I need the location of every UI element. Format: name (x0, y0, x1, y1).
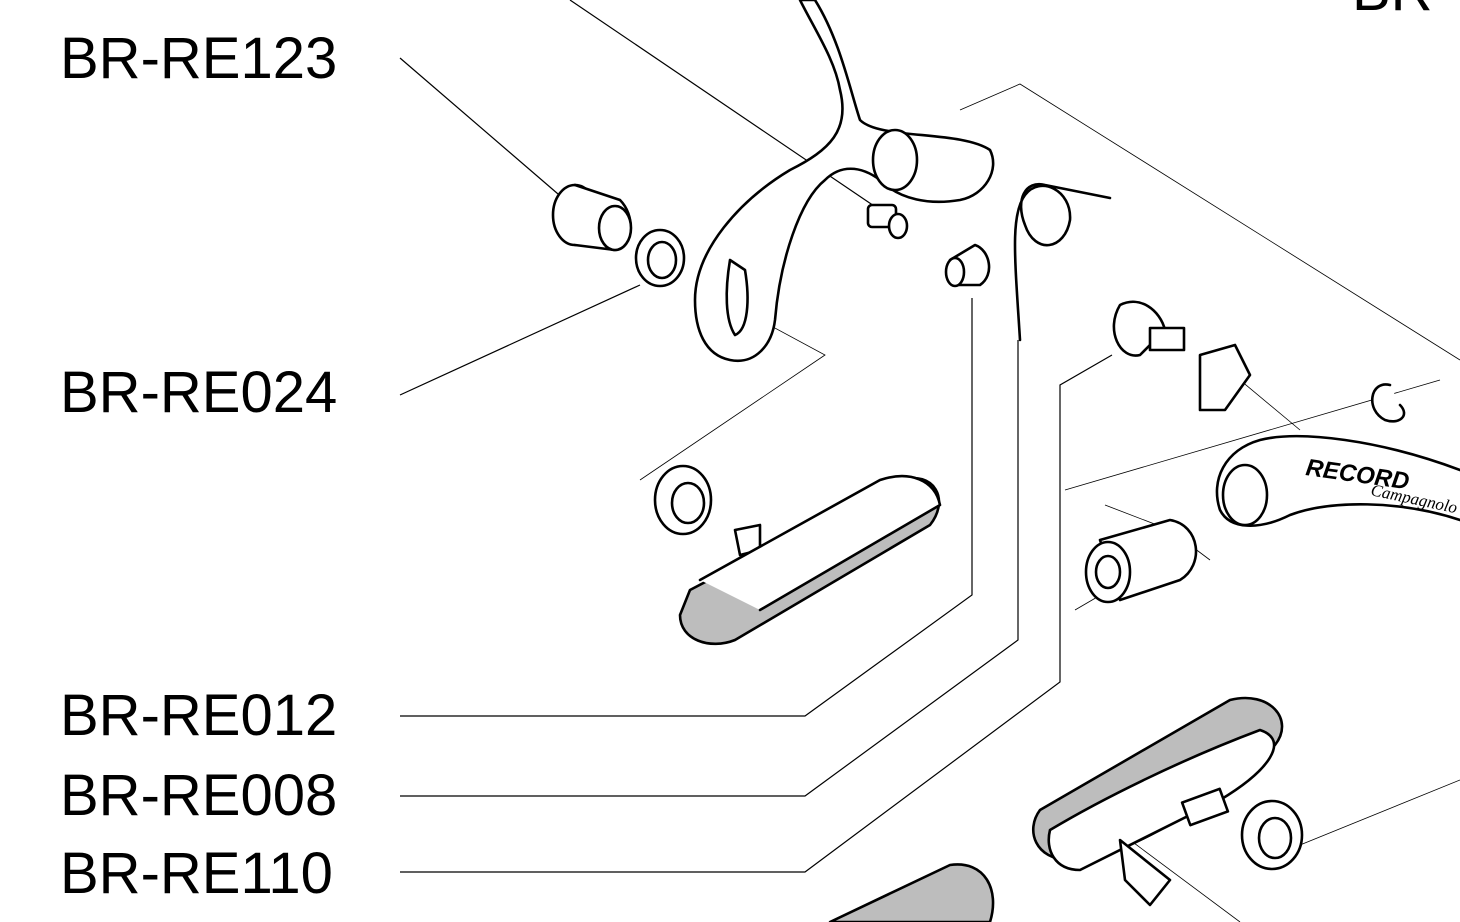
part-label-br-re110: BR-RE110 (60, 841, 333, 906)
bushing (944, 243, 991, 288)
spacer-block (1198, 343, 1252, 412)
brake-shoe-right (1031, 696, 1284, 907)
part-label-br-re008: BR-RE008 (60, 763, 337, 828)
pivot-sleeve (1084, 518, 1198, 604)
part-label-top-right: BR (1352, 0, 1433, 23)
bolt-nut (551, 183, 633, 252)
part-label-br-re024: BR-RE024 (60, 360, 337, 425)
adjuster-bolt (1112, 300, 1186, 357)
part-label-br-re012: BR-RE012 (60, 683, 337, 748)
brake-shoe-left (678, 474, 942, 646)
pad-holder-washer-left (653, 464, 713, 536)
pad-holder-washer-right (1240, 799, 1304, 871)
clip (1370, 383, 1406, 423)
small-screw (866, 203, 909, 240)
brake-shoe-bottom-partial (828, 863, 995, 922)
caliper-arm-rear: RECORD Campagnolo (1215, 434, 1460, 527)
washer (634, 228, 686, 288)
spring (1013, 182, 1112, 342)
caliper-arm-front (693, 0, 995, 363)
part-label-br-re123: BR-RE123 (60, 26, 337, 91)
